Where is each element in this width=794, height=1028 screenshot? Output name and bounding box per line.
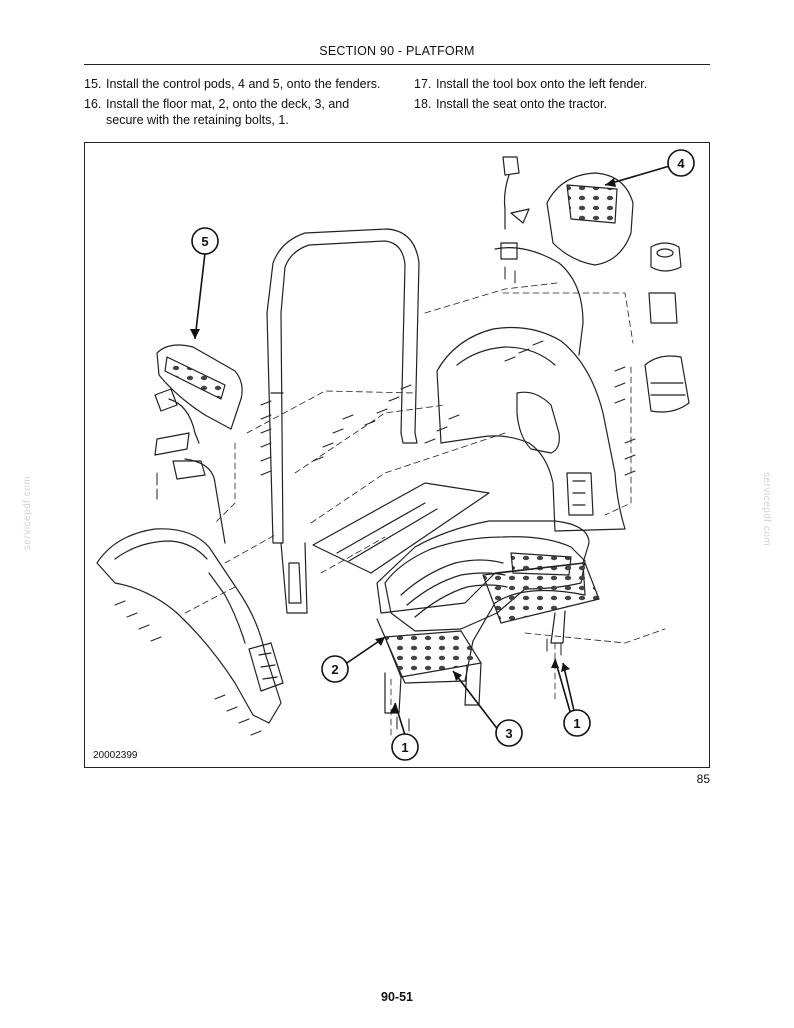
instruction-step: 16. Install the floor mat, 2, onto the d… (84, 96, 384, 128)
step-text: Install the tool box onto the left fende… (436, 77, 648, 91)
watermark-left: servicepdf.com (22, 475, 33, 550)
callout-label: 5 (201, 234, 208, 249)
callout-label: 4 (677, 156, 685, 171)
step-number: 18. (414, 97, 432, 111)
control-pod-left (154, 344, 243, 544)
control-pod-right (494, 156, 634, 356)
page-number: 90-51 (381, 990, 413, 1004)
rops-frame (266, 228, 420, 614)
step-number: 16. (84, 97, 102, 111)
step-text: Install the control pods, 4 and 5, onto … (106, 77, 381, 91)
instruction-step: 18. Install the seat onto the tractor. (414, 96, 714, 112)
step-text: Install the seat onto the tractor. (436, 97, 607, 111)
arrow-heads (190, 178, 616, 713)
instruction-step: 15. Install the control pods, 4 and 5, o… (84, 76, 384, 92)
step-number: 17. (414, 77, 432, 91)
callout-2: 2 (321, 655, 349, 683)
step-text: Install the floor mat, 2, onto the deck,… (106, 97, 350, 127)
callout-label: 2 (331, 662, 338, 677)
callout-label: 1 (573, 716, 580, 731)
figure-image-id: 20002399 (93, 750, 138, 761)
exploded-view-figure: 4 5 2 3 1 1 20002399 (84, 142, 710, 768)
instruction-step: 17. Install the tool box onto the left f… (414, 76, 714, 92)
callout-label: 1 (401, 740, 408, 755)
tool-box (644, 242, 690, 413)
callout-1-front: 1 (391, 733, 419, 761)
section-header: SECTION 90 - PLATFORM (319, 44, 475, 58)
assembly-lines (184, 282, 666, 740)
step-number: 15. (84, 77, 102, 91)
platform-exploded-diagram: 4 5 2 3 1 1 (96, 149, 695, 761)
callout-5: 5 (191, 227, 219, 255)
watermark-right: servicepdf.com (761, 472, 772, 547)
instruction-column-left: 15. Install the control pods, 4 and 5, o… (84, 76, 384, 132)
right-fender (436, 326, 626, 532)
step-deck (384, 562, 600, 714)
header-rule (84, 64, 710, 65)
left-fender (96, 528, 284, 724)
callout-4: 4 (667, 149, 695, 177)
instruction-column-right: 17. Install the tool box onto the left f… (414, 76, 714, 116)
callout-label: 3 (505, 726, 512, 741)
callout-1-rear: 1 (563, 709, 591, 737)
fastener-bolts (114, 266, 636, 736)
figure-number: 85 (696, 772, 710, 786)
callout-3: 3 (495, 719, 523, 747)
